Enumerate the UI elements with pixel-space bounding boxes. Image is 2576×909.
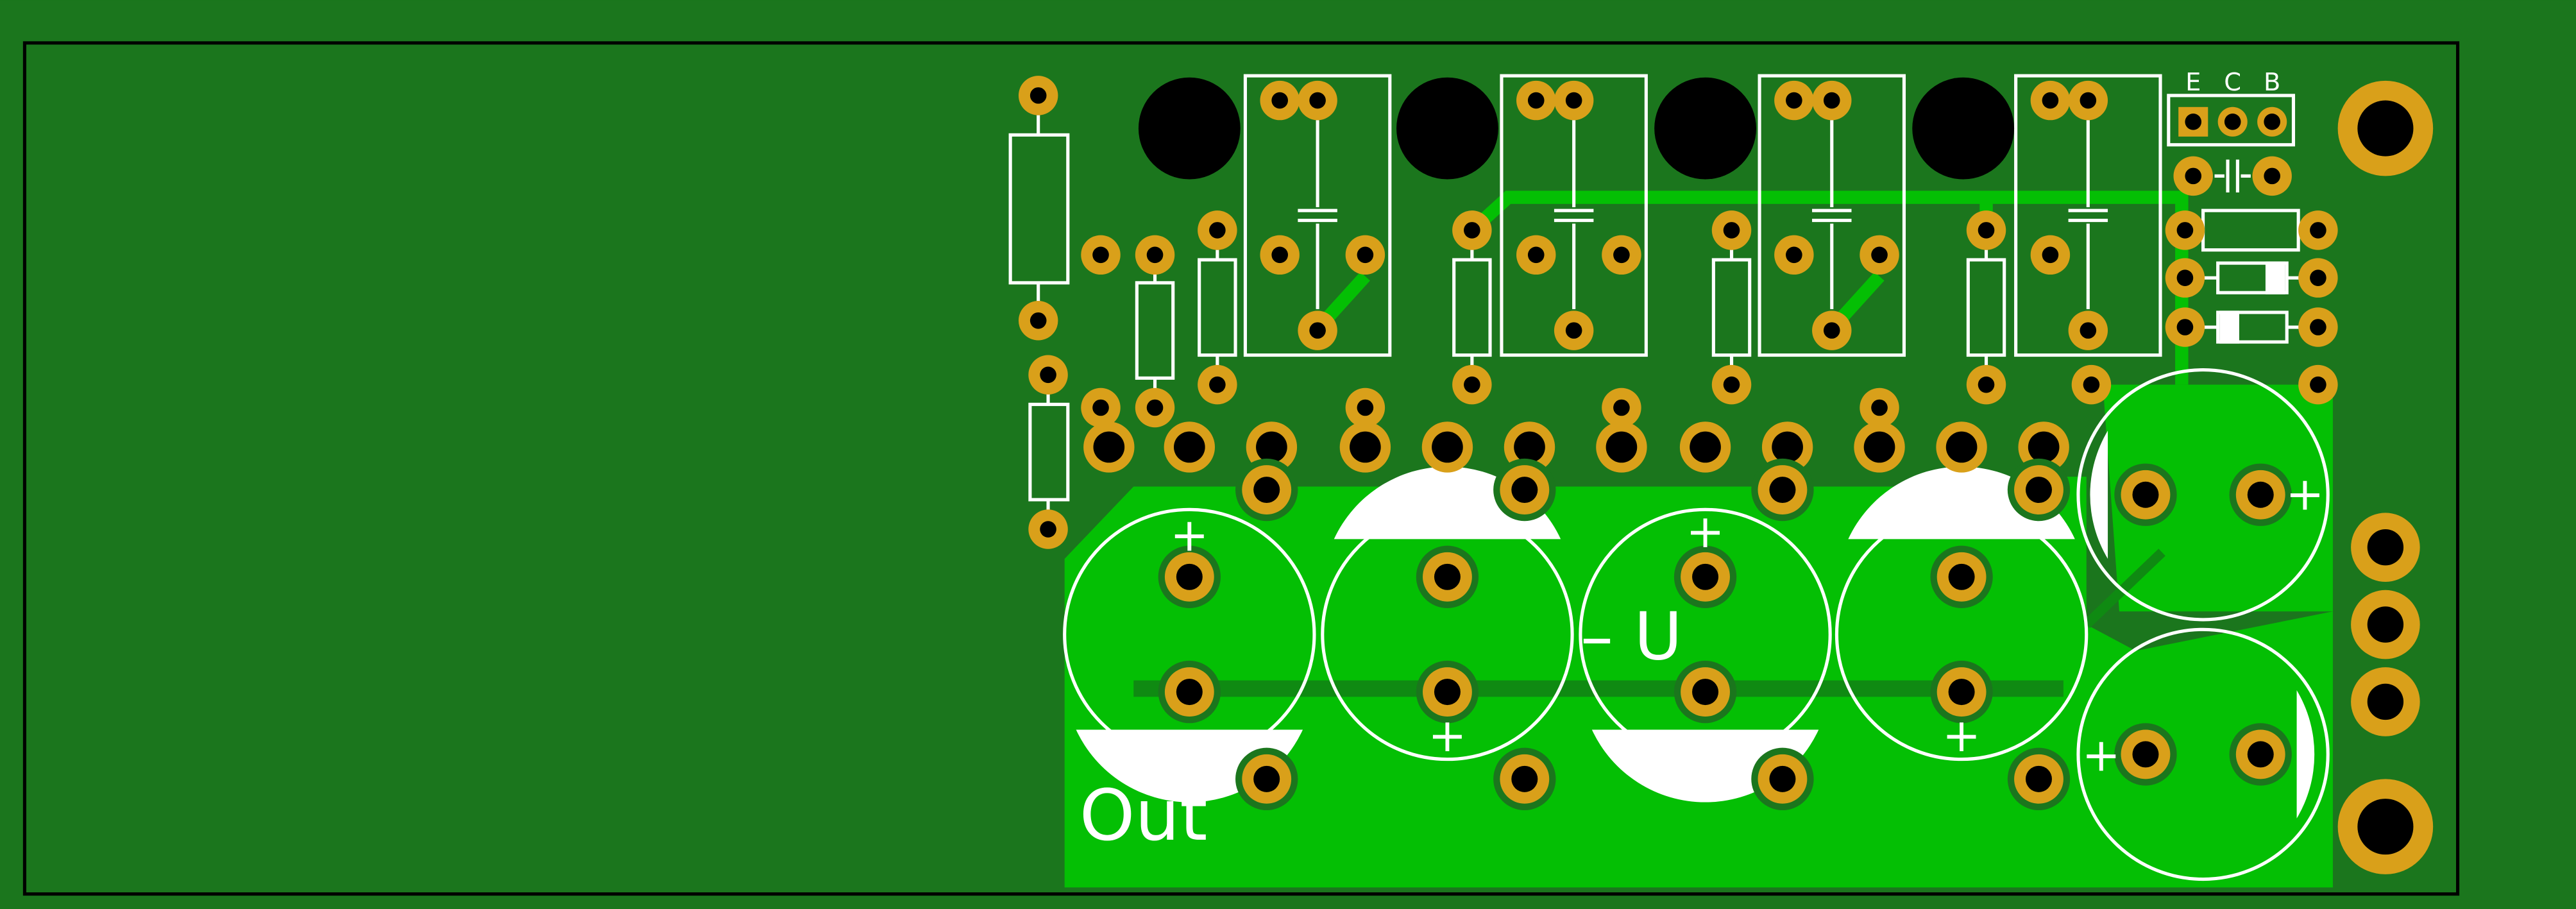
label-collector: C	[2224, 68, 2241, 97]
label-output: Out	[1080, 774, 1208, 856]
cap-c1-outline	[1063, 507, 1316, 761]
pads	[1018, 76, 2434, 874]
relay-outline-2	[1500, 74, 1648, 357]
mounting-pad-bottom	[2337, 779, 2434, 874]
mounting-hole-2	[1396, 77, 1498, 180]
mounting-pad-top	[2337, 80, 2434, 176]
transistor-outline	[2167, 94, 2296, 147]
mounting-hole-3	[1654, 77, 1756, 180]
label-supply: – U	[1580, 599, 1682, 675]
mounting-hole-4	[1912, 77, 2015, 180]
polarity-mark-c2: +	[1428, 708, 1466, 762]
label-base: B	[2264, 68, 2280, 97]
polarity-mark-c3: +	[1686, 504, 1725, 558]
power-connector-pads	[2351, 513, 2420, 736]
relay-outline-1	[1243, 74, 1392, 357]
silkscreen-layer	[1008, 74, 2300, 513]
mounting-holes	[1138, 77, 2015, 180]
transistor-pads	[2178, 106, 2287, 137]
cap-c4-outline	[1835, 507, 2089, 761]
silkscreen-labels: E C B Out – U + + + + + +	[1080, 68, 2325, 856]
mounting-hole-1	[1138, 77, 1241, 180]
polarity-mark-c6: +	[2082, 728, 2121, 782]
cap-c6-outline	[2076, 627, 2330, 881]
cap-c3-outline	[1579, 507, 1832, 761]
trace-5	[2083, 548, 2165, 629]
polarity-mark-c5: +	[2285, 466, 2324, 520]
board-outline	[22, 41, 2460, 896]
cap-c5-outline	[2076, 368, 2330, 622]
diode-band-d2	[2219, 310, 2239, 344]
polarity-mark-c1: +	[1170, 507, 1208, 561]
output-pour-relief	[1133, 680, 2063, 697]
cap-c2-outline	[1321, 507, 1574, 761]
label-emitter: E	[2185, 68, 2201, 97]
cap-c6-band	[2296, 690, 2315, 819]
polarity-mark-c4: +	[1942, 708, 1981, 762]
relay-outline-4	[2014, 74, 2162, 357]
relay-outline-3	[1758, 74, 1906, 357]
cap-c5-band	[2090, 430, 2108, 559]
diode-band-d1	[2265, 261, 2285, 294]
